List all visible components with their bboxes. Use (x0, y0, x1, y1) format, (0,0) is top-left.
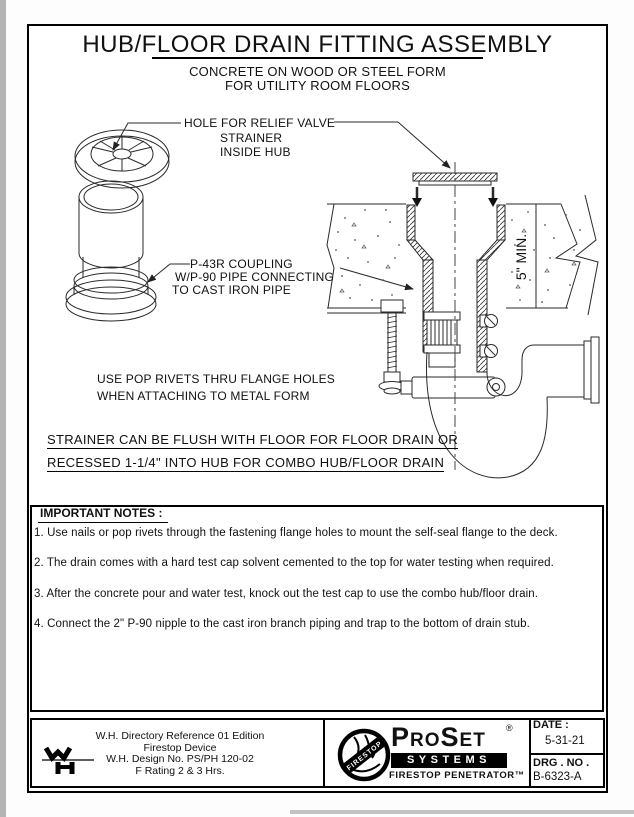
label-min-slab-depth: 5" MIN. (513, 233, 530, 281)
label-coupling-line1: P-43R COUPLING (190, 257, 293, 271)
label-hole-for-relief-valve: HOLE FOR RELIEF VALVE (184, 116, 336, 130)
wh-line3: W.H. Design No. PS/PH 120-02 (106, 753, 254, 765)
brand-name: ProSet (391, 722, 486, 752)
subtitle-line2: FOR UTILITY ROOM FLOORS (225, 78, 410, 93)
subtitle-line1: CONCRETE ON WOOD OR STEEL FORM (189, 64, 446, 79)
wh-line4: F Rating 2 & 3 Hrs. (135, 764, 225, 777)
drg-no-value: B-6323-A (533, 771, 582, 783)
brand-systems-bar: SYSTEMS (391, 753, 507, 768)
brand-registered-mark: ® (506, 723, 513, 733)
label-flush-note-line2: RECESSED 1-1/4" INTO HUB FOR COMBO HUB/F… (47, 455, 445, 472)
label-pop-rivets-line2: WHEN ATTACHING TO METAL FORM (97, 389, 310, 403)
date-label: DATE : (533, 719, 569, 731)
note-item-3: 3. After the concrete pour and water tes… (34, 588, 539, 600)
wh-certification-text: W.H. Directory Reference 01 Edition Fire… (85, 730, 275, 777)
note-item-2: 2. The drain comes with a hard test cap … (34, 557, 554, 569)
label-flush-note-line1: STRAINER CAN BE FLUSH WITH FLOOR FOR FLO… (47, 432, 459, 449)
label-coupling-line2: W/P-90 PIPE CONNECTING (175, 270, 335, 284)
important-notes-box (30, 505, 604, 712)
footer-divider-1 (323, 718, 325, 788)
footer-date-drg-divider (529, 753, 605, 755)
scan-edge-artifact-bottom (290, 810, 634, 814)
wh-line2: Firestop Device (143, 741, 217, 754)
warnock-hersey-logo (42, 746, 94, 774)
emblem-firestop-text: FIRESTOP (346, 740, 384, 772)
label-inside-hub: INSIDE HUB (220, 145, 291, 159)
brand-tagline: FIRESTOP PENETRATOR™ (389, 770, 525, 781)
wh-line1: W.H. Directory Reference 01 Edition (95, 730, 265, 742)
label-pop-rivets-line1: USE POP RIVETS THRU FLANGE HOLES (97, 372, 336, 386)
footer-title-block (30, 718, 605, 788)
page-title: HUB/FLOOR DRAIN FITTING ASSEMBLY (82, 31, 553, 58)
firestop-emblem-icon: FIRESTOP (337, 728, 391, 782)
scan-edge-artifact (0, 0, 6, 817)
note-item-1: 1. Use nails or pop rivets through the f… (34, 527, 558, 539)
date-value: 5-31-21 (545, 735, 585, 747)
label-strainer: STRAINER (220, 131, 283, 145)
label-coupling-line3: TO CAST IRON PIPE (172, 283, 291, 297)
notes-heading: IMPORTANT NOTES : (38, 506, 169, 523)
title-underline (152, 57, 483, 59)
note-item-4: 4. Connect the 2" P-90 nipple to the cas… (34, 618, 530, 630)
drg-no-label: DRG . NO . (533, 757, 590, 769)
